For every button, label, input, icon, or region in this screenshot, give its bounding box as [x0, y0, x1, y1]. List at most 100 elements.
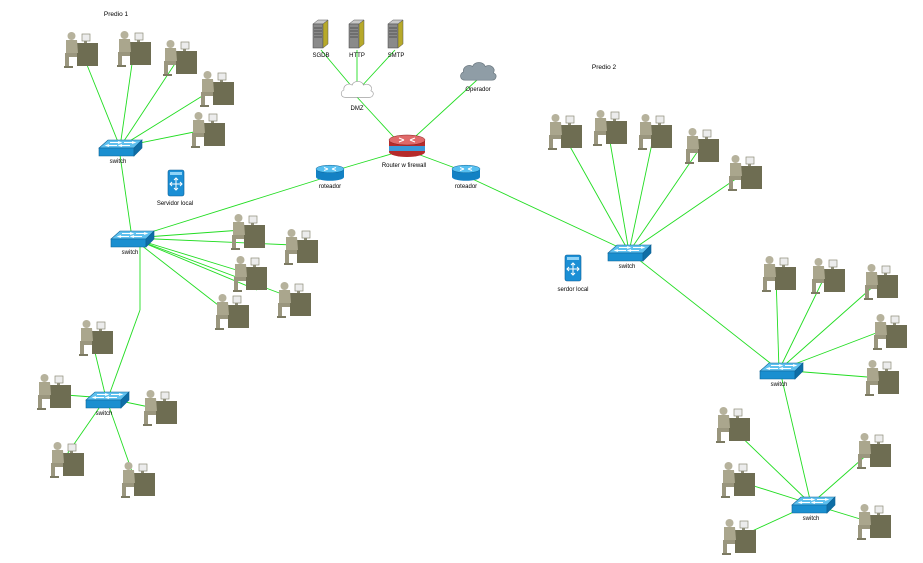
workstation-icon: [162, 39, 198, 77]
switch-predio1-b[interactable]: switch: [110, 230, 155, 256]
server-http-label: HTTP: [349, 53, 365, 59]
workstation-icon: [592, 109, 628, 147]
local-server-icon: [167, 169, 185, 197]
server-icon: [312, 19, 329, 49]
connection-links: [51, 49, 885, 539]
local-server-icon: [564, 254, 582, 282]
workstation-icon: [142, 389, 178, 427]
workstation-icon: [199, 70, 235, 108]
server-sgdb[interactable]: SGDB: [312, 19, 330, 59]
local-server-predio1[interactable]: Servidor local: [157, 169, 193, 207]
server-smtp-label: SMTP: [388, 53, 405, 59]
server-smtp[interactable]: SMTP: [387, 19, 405, 59]
router-firewall-icon: [388, 134, 426, 158]
link-switch-2a-2b: [628, 251, 780, 371]
workstation-icon: [872, 313, 908, 351]
router-icon: [451, 164, 481, 181]
cloud-icon: [460, 62, 497, 81]
switch-label: switch: [96, 411, 113, 417]
link-ws: [131, 237, 294, 246]
switch-predio1-a[interactable]: switch: [98, 139, 143, 165]
workstation-icon: [214, 293, 250, 331]
local-server-label: Servidor local: [157, 201, 193, 207]
router-roteador-1[interactable]: roteador: [315, 164, 345, 190]
workstation-icon: [78, 319, 114, 357]
workstation-icon: [864, 359, 900, 397]
workstation-icon: [721, 518, 757, 556]
link-ws: [119, 55, 181, 148]
cloud-operador-label: Operador: [465, 87, 490, 93]
switch-predio2-a[interactable]: switch: [607, 244, 652, 270]
workstation-icon: [283, 228, 319, 266]
link-router-operador: [404, 79, 478, 147]
link-switch-1b-1c-2: [107, 309, 141, 399]
link-ws: [607, 129, 630, 253]
switch-label: switch: [619, 264, 636, 270]
router-roteador-2[interactable]: roteador: [451, 164, 481, 190]
cloud-operador[interactable]: Operador: [460, 62, 497, 93]
workstation-icon: [63, 31, 99, 69]
area-label-predio-2: Predio 2: [592, 64, 617, 71]
link-ws: [778, 277, 825, 371]
switch-icon: [759, 362, 804, 380]
router-roteador-1-label: roteador: [319, 184, 341, 190]
switch-predio2-c[interactable]: switch: [791, 496, 836, 522]
workstation-icon: [720, 461, 756, 499]
workstation-icon: [36, 373, 72, 411]
server-http[interactable]: HTTP: [348, 19, 365, 59]
switch-icon: [607, 244, 652, 262]
link-dmz-smtp: [359, 49, 396, 89]
workstation-icon: [637, 113, 673, 151]
workstation-icon: [230, 213, 266, 251]
server-sgdb-label: SGDB: [312, 53, 329, 59]
local-server-label: serdor local: [557, 287, 588, 293]
area-label-predio-1: Predio 1: [104, 11, 129, 18]
link-ws: [80, 49, 121, 148]
workstation-icon: [810, 257, 846, 295]
workstation-icon: [190, 111, 226, 149]
server-icon: [387, 19, 404, 49]
workstation-icon: [684, 127, 720, 165]
cloud-dmz[interactable]: DMZ: [340, 81, 374, 112]
workstation-icon: [727, 154, 763, 192]
switch-icon: [791, 496, 836, 514]
link-roteador1-switch: [131, 175, 331, 239]
switch-label: switch: [110, 159, 127, 165]
router-roteador-2-label: roteador: [455, 184, 477, 190]
switch-label: switch: [122, 250, 139, 256]
router-icon: [315, 164, 345, 181]
switch-icon: [98, 139, 143, 157]
switch-icon: [110, 230, 155, 248]
switch-predio2-b[interactable]: switch: [759, 362, 804, 388]
local-server-predio2[interactable]: serdor local: [557, 254, 589, 293]
workstation-icon: [116, 30, 152, 68]
switch-icon: [85, 391, 130, 409]
link-ws: [628, 147, 701, 253]
link-ws: [119, 49, 135, 148]
workstation-icon: [547, 113, 583, 151]
link-ws: [628, 173, 744, 253]
link-switch-1a-1b: [119, 154, 133, 239]
workstation-icon: [120, 461, 156, 499]
link-ws: [131, 237, 244, 273]
workstation-icon: [863, 263, 899, 301]
link-ws: [562, 133, 630, 253]
workstation-icon: [276, 281, 312, 319]
switch-predio1-c[interactable]: switch: [85, 391, 130, 417]
link-roteador2-switch: [465, 175, 630, 253]
workstation-icon: [49, 441, 85, 479]
link-ws: [628, 133, 655, 253]
switch-label: switch: [771, 382, 788, 388]
cloud-icon: [340, 81, 374, 98]
link-ws: [131, 237, 228, 313]
workstation-icon: [856, 503, 892, 541]
cloud-dmz-label: DMZ: [351, 106, 364, 112]
switch-label: switch: [803, 516, 820, 522]
workstation-icon: [856, 432, 892, 470]
link-ws: [775, 275, 780, 371]
link-ws: [778, 283, 877, 371]
server-icon: [348, 19, 365, 49]
router-firewall[interactable]: Router w firewall: [382, 134, 426, 169]
link-ws: [119, 89, 213, 148]
